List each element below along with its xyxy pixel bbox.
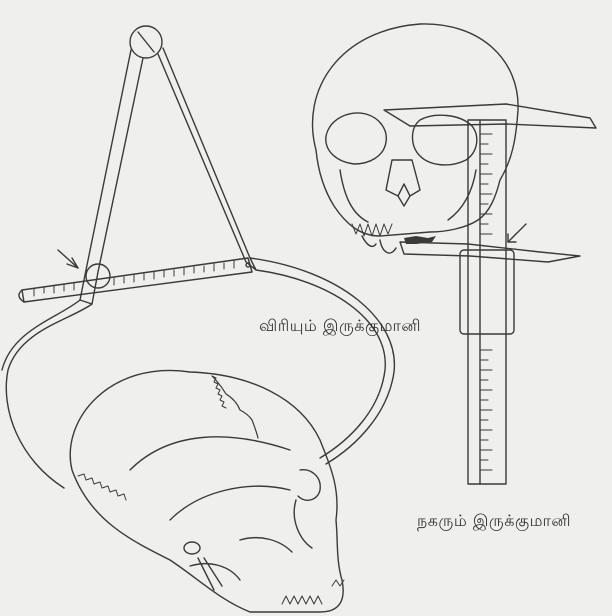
- sliding-caliper-beam: [468, 120, 506, 484]
- caliper-bar-knob: [86, 264, 110, 288]
- skull-nasal: [386, 160, 420, 196]
- skull-frontal: [313, 24, 519, 253]
- sliding-caliper-label: நகரும் இருக்குமானி: [417, 511, 571, 532]
- sliding-caliper-lower-jaw: [400, 242, 580, 262]
- caliper-left-arm: [80, 50, 143, 304]
- spreading-caliper-label: விரியும் இருக்குமானி: [259, 316, 421, 337]
- pointer-arrow-right: [508, 224, 526, 242]
- caliper-right-arm: [158, 48, 256, 270]
- sliding-caliper: [384, 104, 596, 484]
- skull-orbit-left: [326, 113, 386, 164]
- pointer-arrow-left: [58, 250, 78, 268]
- caliper-left-jaw: [6, 304, 92, 488]
- spreading-caliper: [2, 26, 394, 488]
- skull-orbit-right: [413, 115, 477, 165]
- caliper-scale-bar: [19, 258, 252, 302]
- skull-profile: [70, 370, 344, 612]
